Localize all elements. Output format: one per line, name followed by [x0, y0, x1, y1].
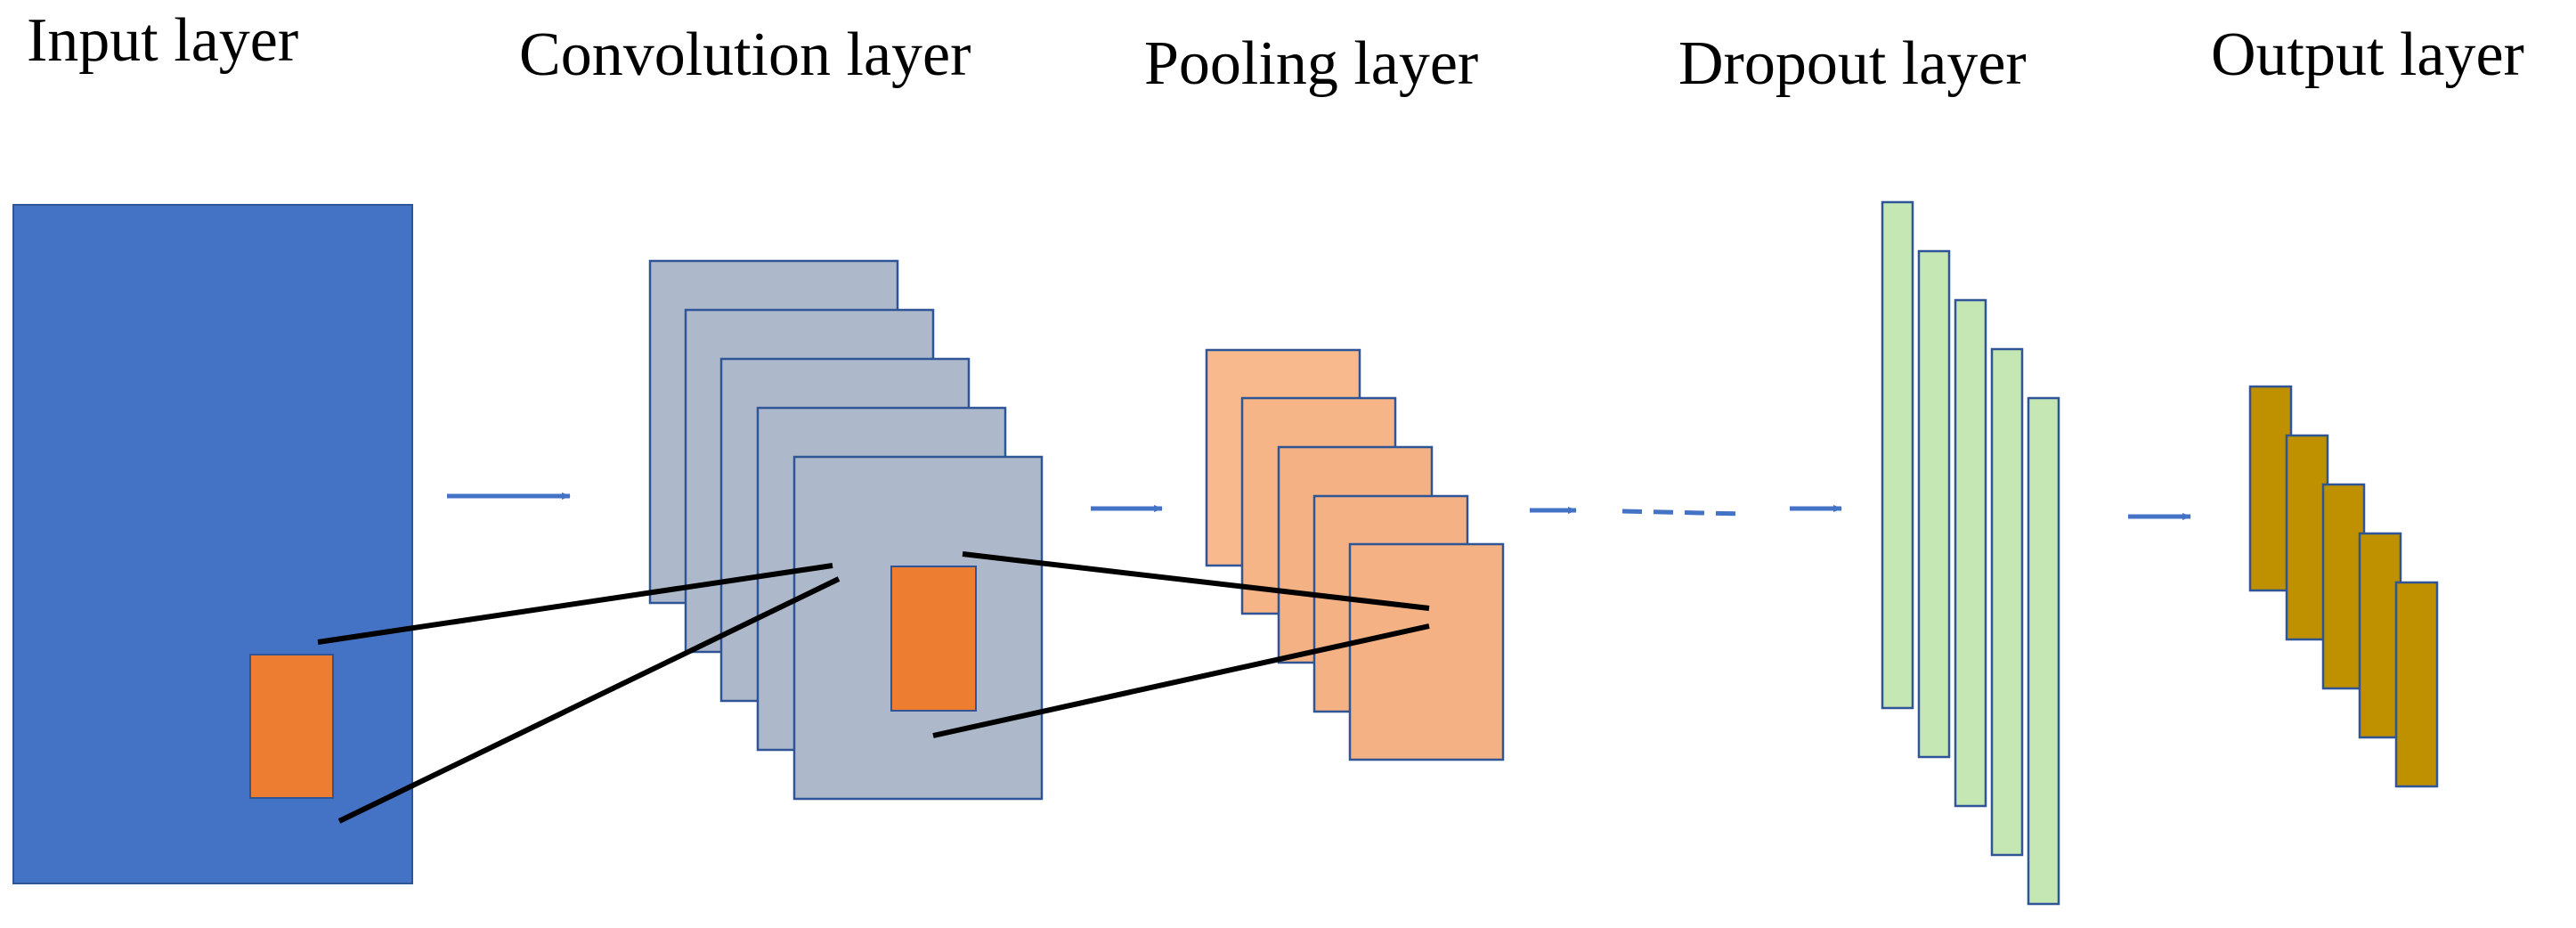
dropout-layer-title: Dropout layer [1678, 29, 2027, 98]
dashed-continuation [1621, 509, 1744, 517]
convolution-layer-title: Convolution layer [519, 20, 971, 89]
input-layer [12, 204, 413, 884]
dropout-unit [1954, 298, 1987, 808]
input-layer-title: Input layer [27, 6, 298, 75]
output-unit [2358, 532, 2402, 739]
receptive-field-lines [317, 551, 1430, 824]
connection-line [337, 576, 841, 824]
connection-line [317, 563, 833, 645]
output-layer [2248, 385, 2439, 788]
pooling-layer-title: Pooling layer [1144, 29, 1478, 98]
dropout-unit [1917, 249, 1951, 759]
input-kernel-window [249, 654, 334, 799]
output-layer-title: Output layer [2211, 20, 2524, 89]
connection-line [932, 623, 1430, 738]
dropout-layer [1881, 200, 2060, 906]
output-unit [2285, 434, 2329, 641]
pooling-layer [1205, 348, 1505, 761]
pool-feature-map [1348, 542, 1505, 761]
output-unit [2321, 483, 2366, 690]
output-unit [2248, 385, 2293, 592]
output-unit [2394, 581, 2439, 788]
connection-line [962, 551, 1430, 611]
dropout-unit [1881, 200, 1914, 710]
convolution-layer [648, 259, 1044, 801]
dropout-unit [2027, 396, 2060, 906]
dropout-unit [1990, 347, 2024, 857]
conv-kernel-window [890, 566, 977, 712]
input-layer-block [12, 204, 413, 884]
